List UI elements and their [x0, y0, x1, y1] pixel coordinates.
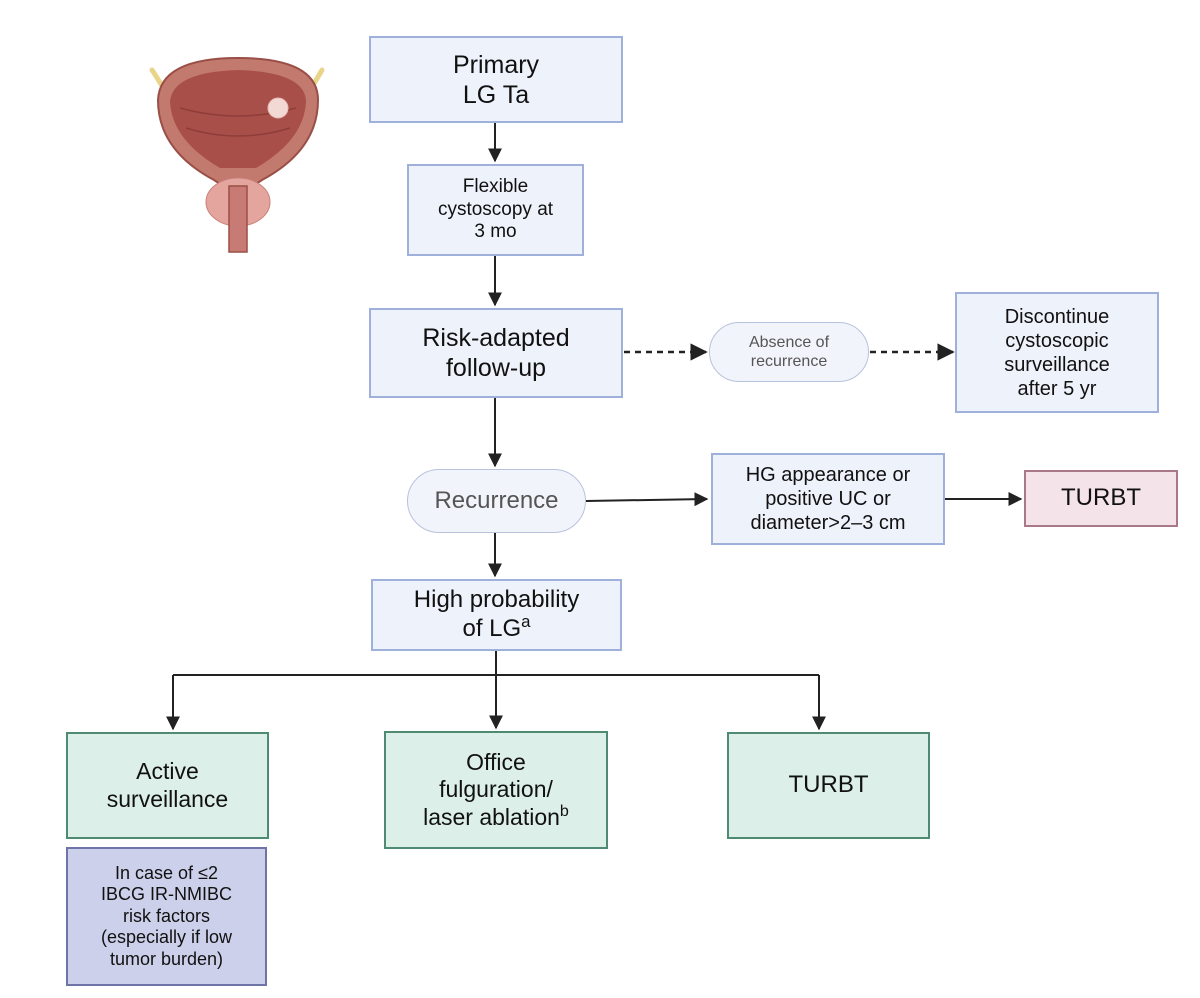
node-high-probability-lg: High probability of LGa [371, 579, 622, 651]
node-recurrence: Recurrence [407, 469, 586, 533]
node-hg-appearance: HG appearance or positive UC or diameter… [711, 453, 945, 545]
office-line3: laser ablationb [423, 801, 569, 832]
node-active-surveillance: Active surveillance [66, 732, 269, 839]
highprob-line2-text: of LG [462, 615, 522, 642]
primary-line1: Primary [452, 50, 540, 79]
highprob-line1: High probability [413, 586, 580, 614]
node-office-fulguration: Office fulguration/ laser ablationb [384, 731, 608, 849]
node-turbt-bottom: TURBT [727, 732, 930, 839]
node-primary-lg-ta: Primary LG Ta [369, 36, 623, 123]
footnote-b: b [559, 801, 569, 820]
node-turbt-top: TURBT [1024, 470, 1178, 527]
bladder-illustration [149, 56, 325, 253]
primary-line2: LG Ta [462, 80, 530, 109]
arrow-recurrence-hg [585, 492, 709, 507]
highprob-line2: of LGa [462, 611, 531, 644]
office-line2: fulguration/ [439, 776, 553, 803]
node-in-case-of-risk-factors: In case of ≤2 IBCG IR-NMIBC risk factors… [66, 847, 267, 986]
node-flexible-cystoscopy: Flexible cystoscopy at 3 mo [407, 164, 584, 256]
node-discontinue-surveillance: Discontinue cystoscopic surveillance aft… [955, 292, 1159, 413]
node-absence-of-recurrence: Absence of recurrence [709, 322, 869, 382]
node-risk-adapted-follow-up: Risk-adapted follow-up [369, 308, 623, 398]
footnote-a: a [521, 611, 531, 631]
office-line3-text: laser ablation [423, 803, 560, 830]
office-line1: Office [466, 748, 526, 775]
